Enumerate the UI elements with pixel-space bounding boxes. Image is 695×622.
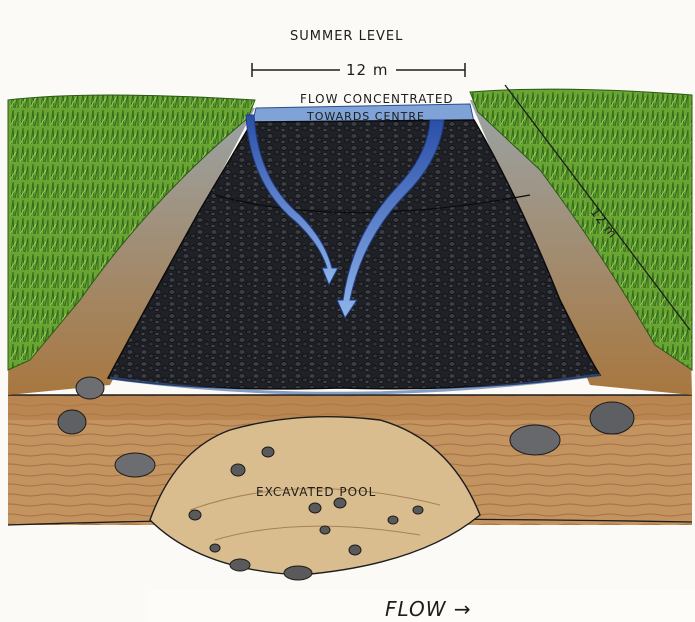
stone-icon (115, 453, 155, 477)
stone-icon (284, 566, 312, 580)
stone-icon (210, 544, 220, 552)
stone-icon (349, 545, 361, 555)
stone-icon (231, 464, 245, 476)
excavated-pool-label: EXCAVATED POOL (256, 485, 376, 499)
top-width-label: 12 m (346, 61, 388, 79)
towards-centre-label: TOWARDS CENTRE (306, 110, 425, 123)
stone-icon (189, 510, 201, 520)
stone-icon (230, 559, 250, 571)
stone-icon (590, 402, 634, 434)
stone-icon (413, 506, 423, 514)
summer-level-label: SUMMER LEVEL (290, 29, 403, 44)
stone-icon (76, 377, 104, 399)
stone-icon (388, 516, 398, 524)
bed-shade (8, 395, 692, 420)
stone-icon (262, 447, 274, 457)
stone-icon (510, 425, 560, 455)
stone-icon (334, 498, 346, 508)
stone-icon (58, 410, 86, 434)
stone-icon (320, 526, 330, 534)
flow-concentrated-label: FLOW CONCENTRATED (300, 92, 454, 106)
flow-direction-label: FLOW → (385, 597, 472, 621)
stone-icon (309, 503, 321, 513)
